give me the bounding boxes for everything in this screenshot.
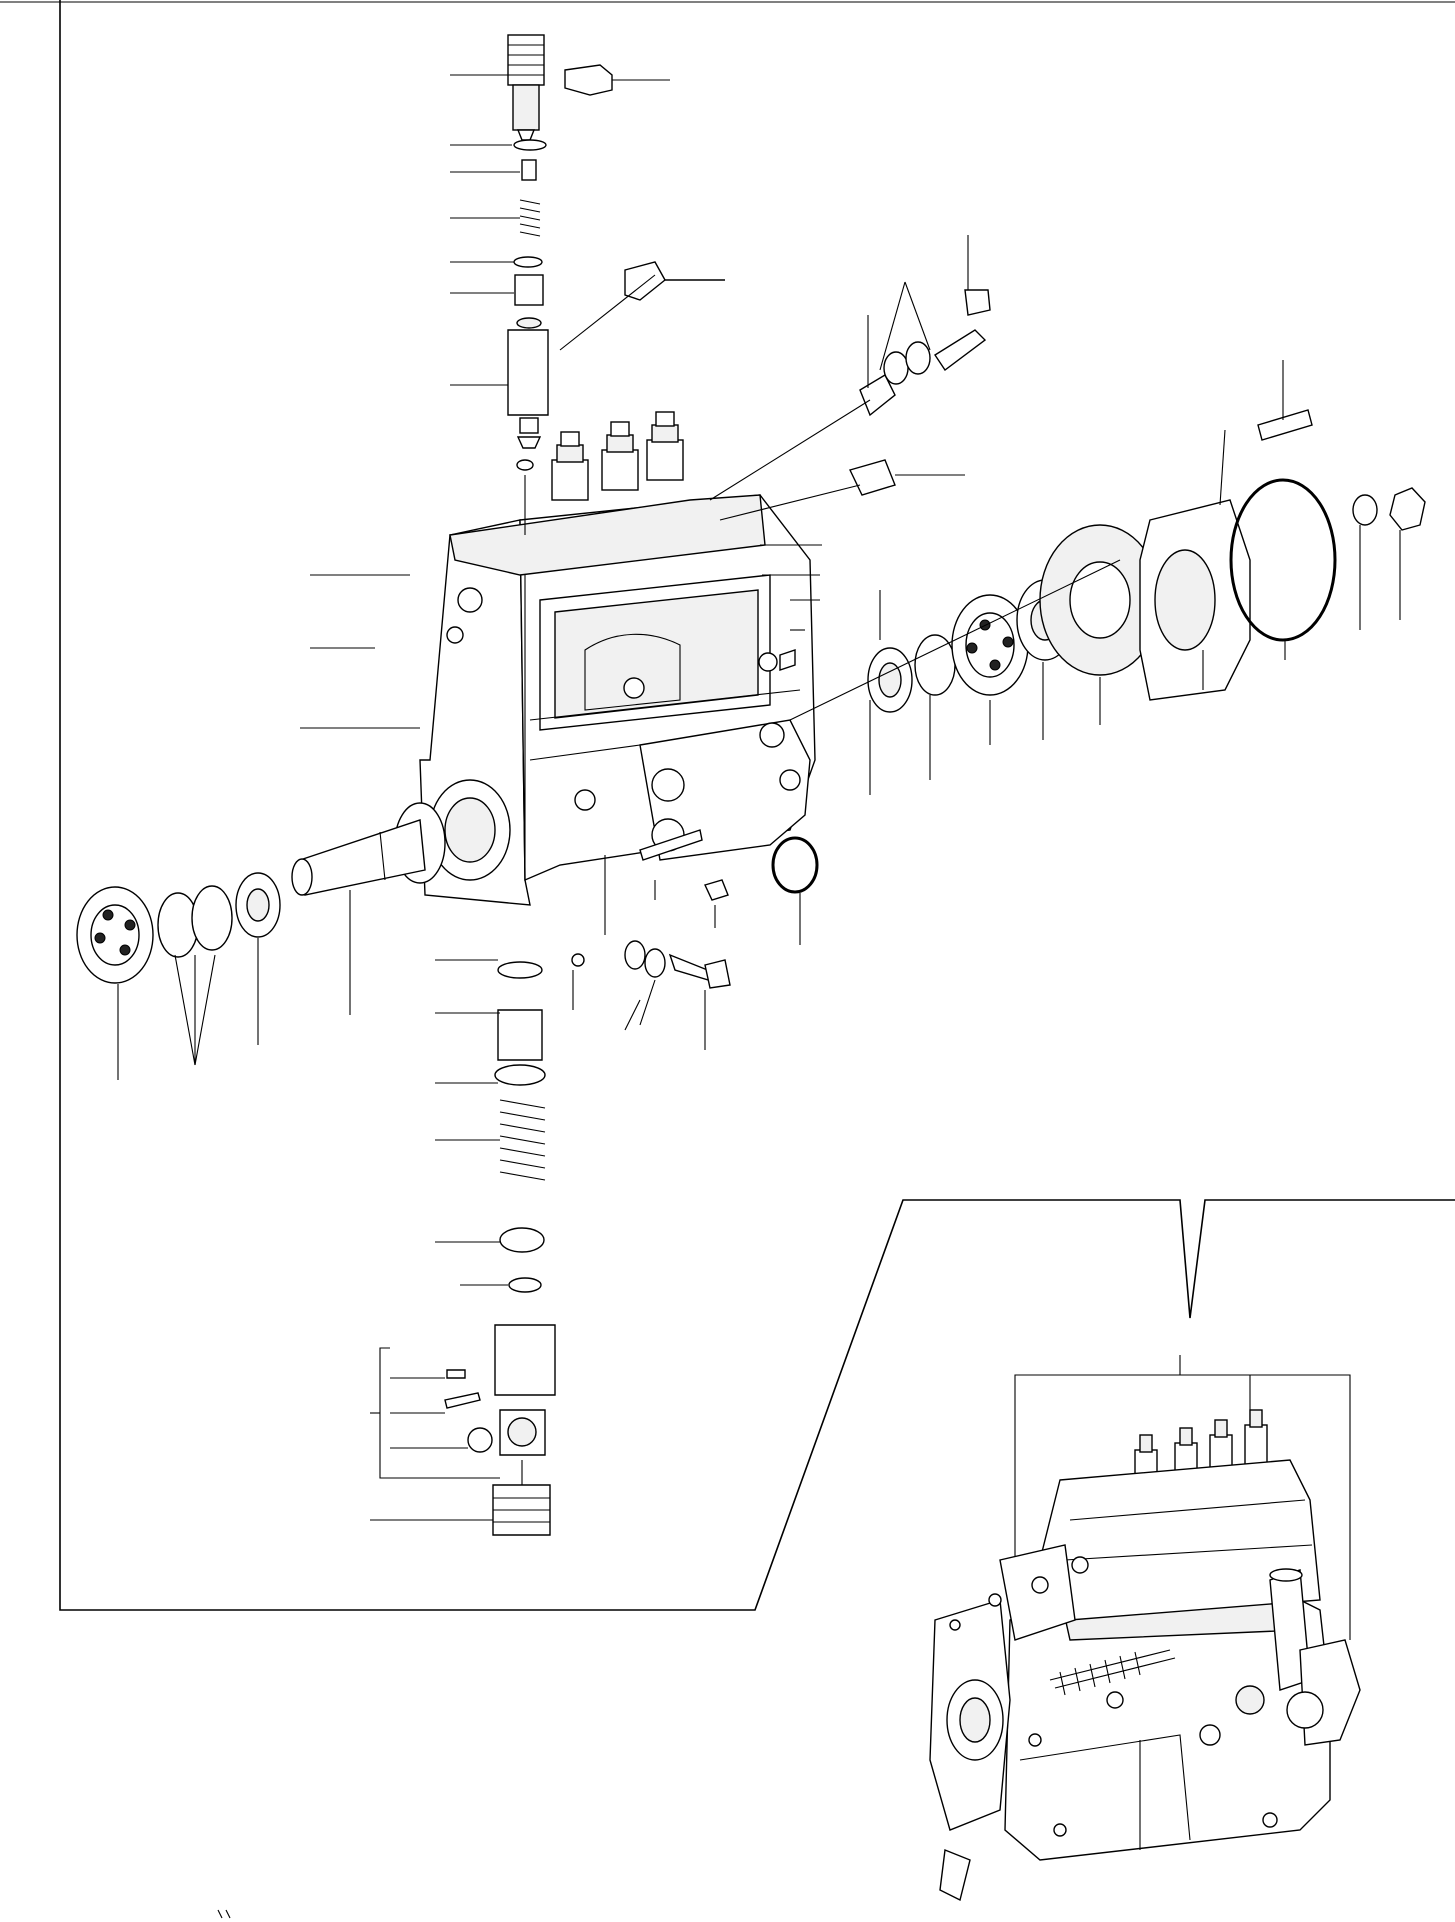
stray-mark (225, 1909, 231, 1919)
diagram-frame (0, 0, 1455, 1611)
coupling-parts (758, 409, 1426, 721)
banjo-bolt-set (559, 261, 991, 521)
stray-mark (217, 1909, 223, 1919)
assembled-pump-inset (929, 1355, 1361, 1902)
leader-lines (117, 74, 1401, 1521)
pump-housing (419, 494, 816, 906)
plunger-stack (444, 961, 556, 1536)
o-ring (771, 836, 819, 894)
delivery-valve-holders (551, 411, 684, 501)
lower-bolt-set (571, 829, 731, 989)
drive-shaft (291, 802, 446, 896)
delivery-valve-stack (507, 34, 613, 535)
bearing-stack-left (76, 872, 281, 984)
